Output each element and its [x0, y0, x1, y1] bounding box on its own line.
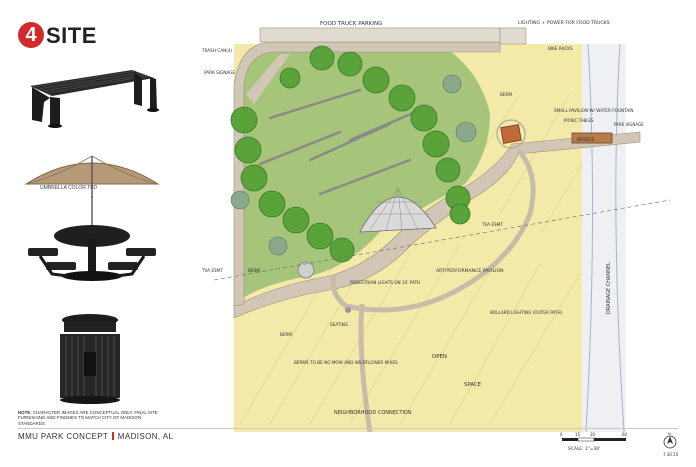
trash-can-image	[60, 314, 120, 404]
site-plan: FOOD TRUCK PARKING LIGHTING + POWER FOR …	[201, 20, 670, 432]
label-bollard: BOLLARD LIGHTING (OUTER PATH)	[490, 310, 563, 315]
scale-tick-1: 15	[575, 432, 581, 437]
top-path	[233, 41, 501, 307]
note-label: NOTE:	[18, 410, 32, 415]
label-art-pavilion: ART/PERFORMANCE PAVILION	[436, 268, 504, 274]
small-pavilion	[500, 124, 522, 144]
label-lighting-power: LIGHTING + POWER FOR FOOD TRUCKS	[518, 20, 610, 26]
umbrella-image	[24, 155, 160, 198]
label-tva-left: TVA ESMT	[201, 268, 223, 273]
bench-image	[30, 70, 159, 128]
project-title: MMU PARK CONCEPT MADISON, AL	[18, 432, 173, 441]
furnishing-note: NOTE: CHARACTER IMAGES ARE CONCEPTUAL ON…	[18, 410, 168, 426]
label-bike-racks: BIKE RACKS	[548, 46, 573, 51]
label-berm-left: BERM	[248, 268, 260, 273]
plan-date: 7.30.15	[663, 452, 679, 457]
scale-tick-3: 60	[622, 432, 628, 437]
project-city: MADISON, AL	[117, 432, 174, 441]
logo-mark: 4	[18, 22, 44, 48]
label-pedestrian: PEDESTRIAN LIGHTS ON 10' PATH	[350, 280, 420, 285]
outer-path	[233, 131, 641, 319]
project-name: MMU PARK CONCEPT	[18, 432, 109, 441]
scale-tick-0: 0	[560, 432, 563, 437]
footer-rule	[18, 428, 678, 429]
umbrella-label: UMBRELLA COLOR TBD	[40, 185, 98, 191]
label-trash-cans: TRASH CAN(4)	[201, 48, 233, 53]
scale-tick-2: 30	[590, 432, 596, 437]
title-separator	[112, 432, 114, 440]
scale-block: 0 15 30 60 SCALE: 1"=30' N 7.30.15	[560, 432, 680, 462]
bridge	[571, 132, 613, 144]
label-seating: SEATING	[330, 322, 348, 327]
inner-curve-path	[330, 148, 536, 313]
art-pavilion	[359, 196, 437, 233]
label-open: OPEN	[432, 354, 447, 360]
label-berm-top: BERM	[500, 92, 512, 97]
note-text: CHARACTER IMAGES ARE CONCEPTUAL ONLY. FI…	[18, 410, 158, 426]
logo-word: SITE	[46, 23, 97, 48]
label-picnic: PICNIC TABLES	[564, 118, 594, 123]
label-tva-right: TVA ESMT	[481, 222, 503, 227]
label-berm-lower: BERM	[280, 332, 292, 337]
food-truck-parking	[259, 27, 501, 43]
label-food-truck: FOOD TRUCK PARKING	[320, 21, 382, 27]
brand-logo: 4 SITE	[18, 22, 118, 48]
north-label: N	[668, 432, 671, 436]
label-park-signage: PARK SIGNAGE	[204, 70, 235, 75]
label-bridge: BRIDGE	[577, 137, 595, 143]
label-berms-mow: BERMS TO BE NO MOW AND WILDFLOWER MIXES	[294, 360, 398, 365]
picnic-table-image	[28, 196, 156, 281]
label-drainage: DRAINAGE CHANNEL	[606, 262, 612, 314]
label-small-pavilion: SMALL PAVILION W/ WATER FOUNTAIN	[554, 108, 634, 113]
label-park-signage-right: PARK SIGNAGE	[614, 122, 644, 127]
label-space: SPACE	[464, 382, 482, 388]
label-neighborhood: NEIGHBORHOOD CONNECTION	[334, 410, 412, 416]
scale-label: SCALE: 1"=30'	[568, 446, 600, 452]
